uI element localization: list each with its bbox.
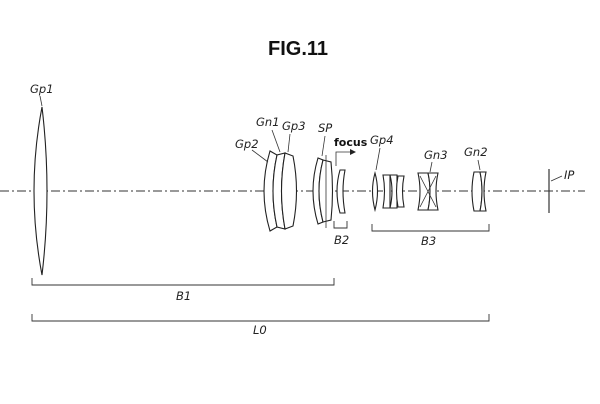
label-gn1: Gn1	[256, 115, 280, 129]
label-gp1: Gp1	[30, 82, 54, 96]
figure-title: FIG.11	[268, 38, 328, 60]
leader-gp4	[375, 147, 381, 171]
lens-gp4-3	[389, 174, 398, 209]
label-gn2: Gn2	[464, 145, 488, 159]
label-b3: B3	[421, 234, 436, 248]
leader-gn2	[477, 159, 481, 171]
lens-gn2-2	[479, 171, 487, 212]
lens-group-gn3	[417, 172, 439, 211]
lens-b2-focus	[336, 169, 346, 214]
lens-gn3-diag-b	[419, 175, 437, 208]
label-l0: L0	[253, 323, 267, 337]
leader-gp1	[39, 95, 43, 107]
label-sp: SP	[318, 121, 332, 135]
lens-gp1	[33, 106, 48, 276]
focus-arrow-head	[350, 149, 356, 155]
lens-group-gp2-gn1-gp3	[263, 150, 298, 232]
lens-group-gp4	[371, 170, 405, 213]
lens-gp4-2	[382, 174, 391, 209]
label-b1: B1	[176, 289, 191, 303]
lens-group-gn2	[471, 171, 487, 212]
lens-gp3	[280, 152, 298, 230]
bracket-l0	[31, 314, 490, 322]
bracket-b3	[371, 224, 490, 232]
leader-gp3	[287, 133, 291, 153]
focus-arrow-stem	[335, 151, 350, 166]
lens-gp4-4	[395, 175, 405, 208]
lens-gp4-1	[371, 170, 379, 213]
bracket-b1	[31, 278, 335, 286]
lens-group-sp	[312, 155, 334, 228]
label-gp2: Gp2	[235, 137, 259, 151]
lens-gn3-2	[427, 172, 439, 211]
label-gp3: Gp3	[282, 119, 306, 133]
label-gn3: Gn3	[424, 148, 448, 162]
leader-gn3	[429, 161, 433, 173]
bracket-b2	[333, 221, 348, 229]
leader-ip	[550, 175, 563, 182]
label-ip: IP	[564, 168, 574, 182]
label-focus: focus	[334, 136, 368, 149]
label-gp4: Gp4	[370, 133, 394, 147]
leader-sp	[321, 135, 326, 157]
leader-gp2	[251, 149, 269, 163]
leader-gn1	[271, 129, 281, 153]
label-b2: B2	[334, 233, 349, 247]
